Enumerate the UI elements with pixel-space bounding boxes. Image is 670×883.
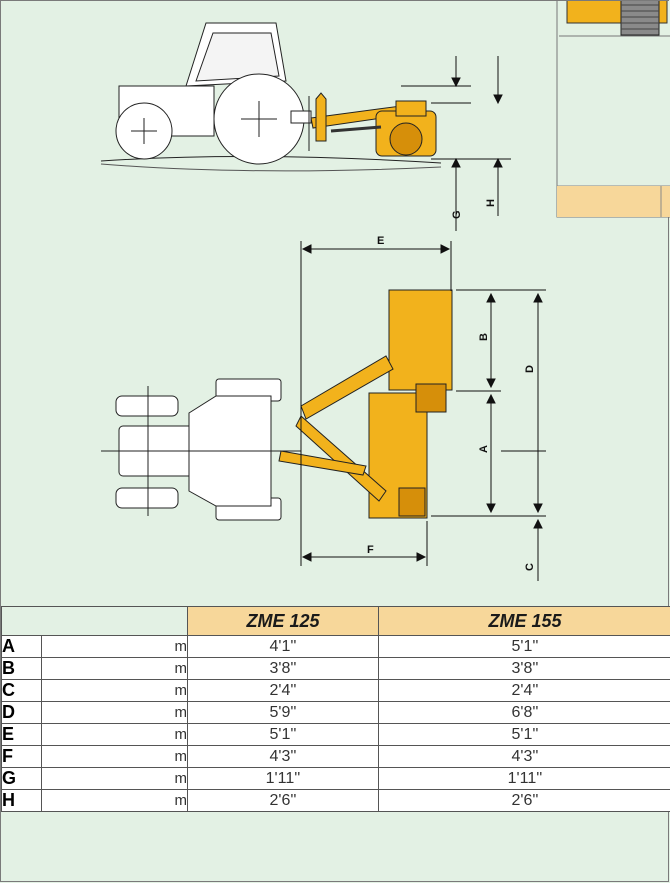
row-unit: m [41, 723, 188, 746]
row-unit: m [41, 657, 188, 680]
row-letter: B [1, 657, 42, 680]
row-value-zme-125: 2'6'' [187, 789, 379, 812]
side-view-mower [310, 92, 437, 157]
dim-label-c: C [524, 563, 536, 571]
row-letter: C [1, 679, 42, 702]
table-header-row: ZME 125 ZME 155 [1, 606, 670, 636]
dim-label-e: E [377, 235, 384, 247]
row-value-zme-155: 2'6'' [378, 789, 670, 812]
model-header-1: ZME 125 [187, 606, 379, 636]
row-value-zme-125: 4'1'' [187, 635, 379, 658]
dim-label-g: G [451, 210, 463, 219]
side-view-tractor [100, 22, 442, 172]
row-value-zme-155: 2'4'' [378, 679, 670, 702]
row-letter: A [1, 635, 42, 658]
model-header-2: ZME 155 [378, 606, 670, 636]
row-value-zme-125: 4'3'' [187, 745, 379, 768]
row-value-zme-125: 1'11'' [187, 767, 379, 790]
row-letter: F [1, 745, 42, 768]
row-value-zme-155: 4'3'' [378, 745, 670, 768]
row-unit: m [41, 635, 188, 658]
row-unit: m [41, 679, 188, 702]
header-blank-cell [1, 606, 188, 636]
row-value-zme-125: 5'1'' [187, 723, 379, 746]
row-value-zme-125: 2'4'' [187, 679, 379, 702]
row-value-zme-155: 1'11'' [378, 767, 670, 790]
dimension-g-h [401, 56, 511, 231]
top-view-mower [278, 289, 453, 519]
row-value-zme-155: 5'1'' [378, 635, 670, 658]
row-value-zme-125: 5'9'' [187, 701, 379, 724]
dim-label-b: B [478, 333, 490, 341]
row-unit: m [41, 767, 188, 790]
dimension-lines-top [300, 241, 546, 581]
row-letter: G [1, 767, 42, 790]
top-view-tractor [101, 378, 301, 521]
row-letter: H [1, 789, 42, 812]
row-value-zme-155: 6'8'' [378, 701, 670, 724]
dim-label-f: F [367, 544, 374, 556]
row-unit: m [41, 789, 188, 812]
technical-drawing: G H [100, 1, 670, 581]
dim-label-h: H [485, 199, 497, 207]
row-letter: E [1, 723, 42, 746]
dim-label-d: D [524, 365, 536, 373]
row-unit: m [41, 745, 188, 768]
inset-photo-fragment [556, 1, 670, 218]
row-value-zme-125: 3'8'' [187, 657, 379, 680]
row-letter: D [1, 701, 42, 724]
row-value-zme-155: 3'8'' [378, 657, 670, 680]
row-unit: m [41, 701, 188, 724]
row-value-zme-155: 5'1'' [378, 723, 670, 746]
dim-label-a: A [478, 445, 490, 453]
